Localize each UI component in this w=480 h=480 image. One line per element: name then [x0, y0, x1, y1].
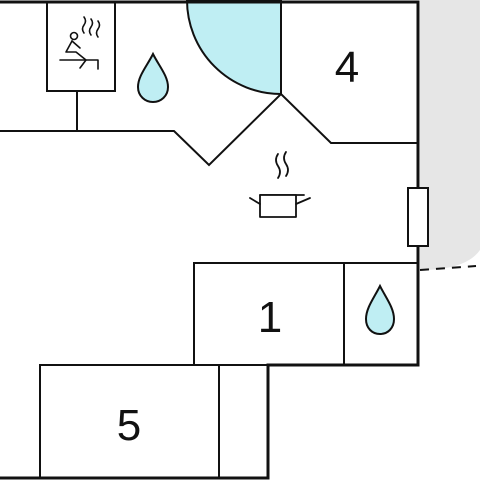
sauna-icon — [59, 16, 101, 70]
cooking-pot-icon — [249, 151, 311, 218]
walls — [0, 0, 420, 480]
room-5-label: 5 — [117, 401, 141, 450]
room-5-outline — [39, 364, 269, 479]
window-icon — [407, 187, 429, 247]
room-1-label: 1 — [258, 293, 282, 342]
sauna-cabinet — [46, 1, 116, 92]
middle-wall — [0, 92, 419, 167]
door-swing — [185, 0, 282, 96]
water-drop-icon — [136, 51, 170, 104]
outdoor-terrace — [420, 0, 480, 270]
room-4-label: 4 — [335, 43, 359, 92]
water-drop-icon — [364, 283, 396, 336]
